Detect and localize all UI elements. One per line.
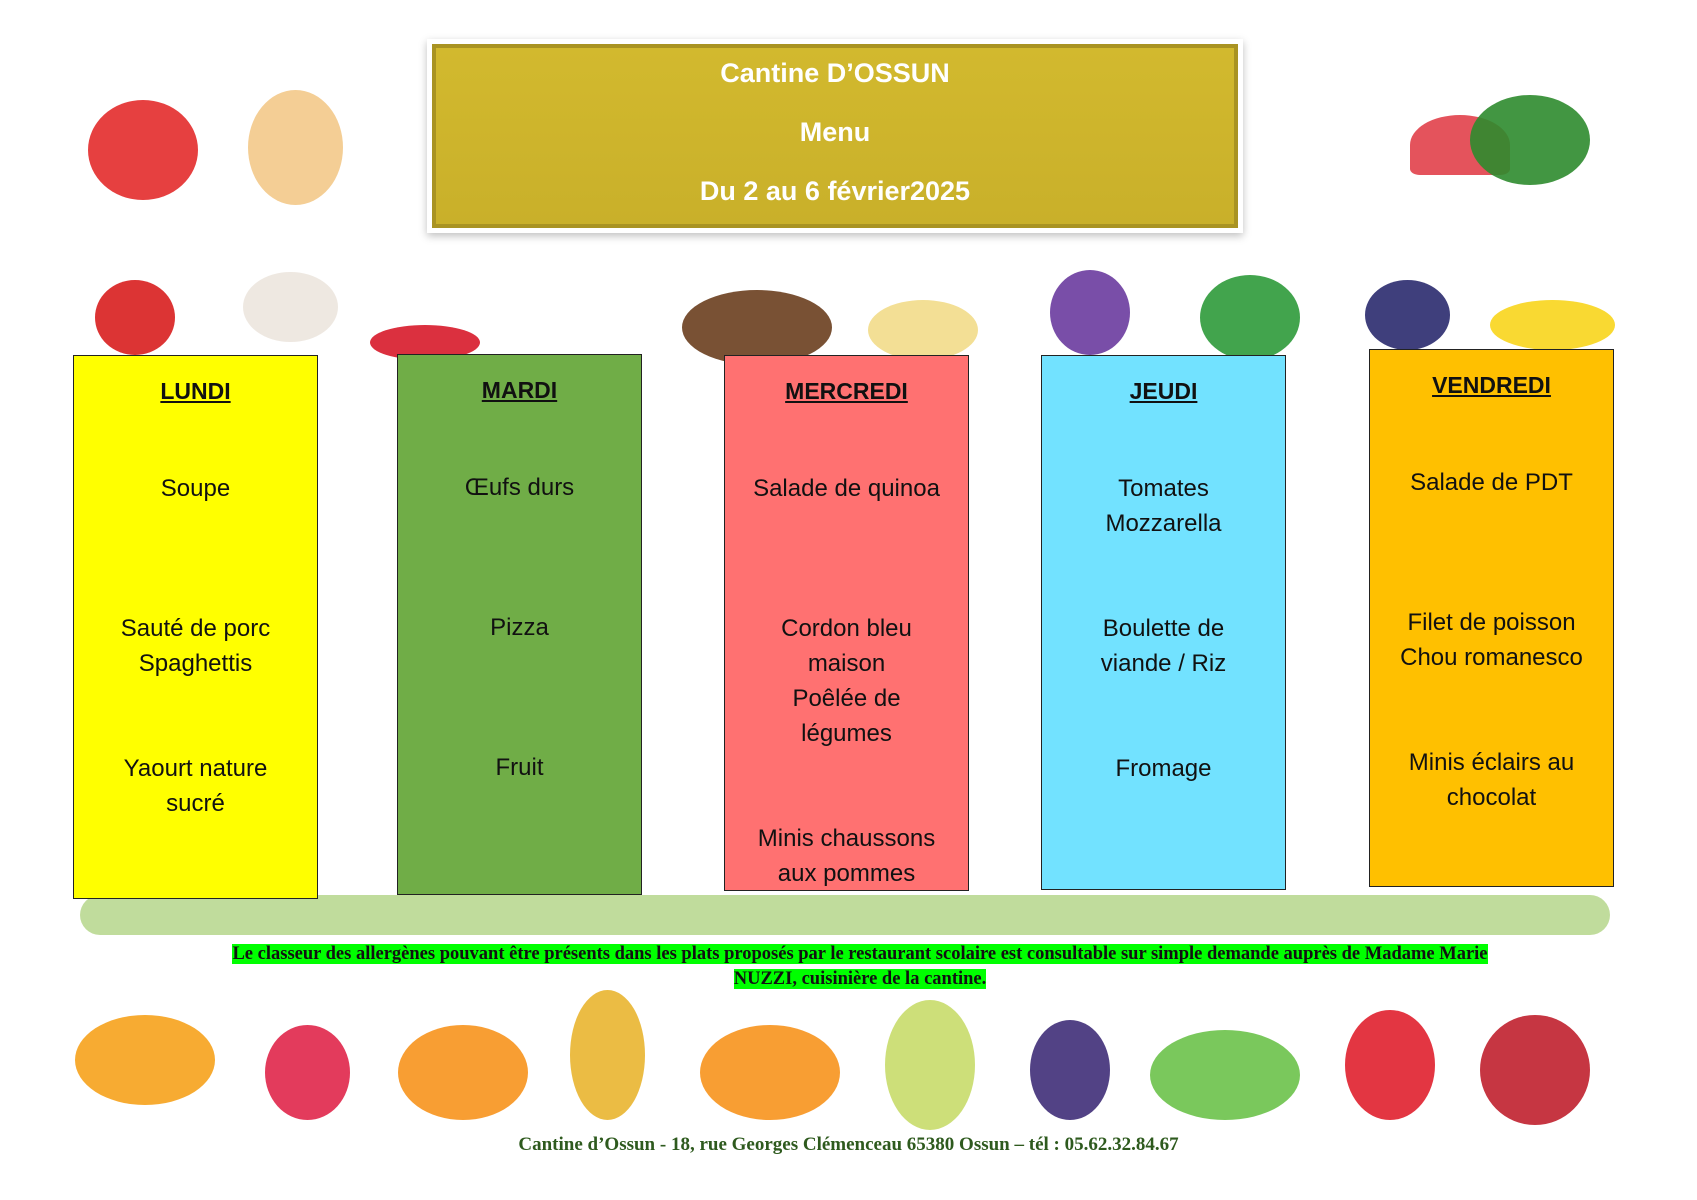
footer-address: Cantine d’Ossun - 18, rue Georges Clémen… xyxy=(518,1134,1179,1155)
tomato-icon xyxy=(88,100,198,200)
menu-item: Soupe xyxy=(160,475,231,502)
canteen-name: Cantine D’OSSUN xyxy=(720,58,950,88)
menu-title-box: Cantine D’OSSUN Menu Du 2 au 6 février20… xyxy=(432,44,1238,228)
currant-icon xyxy=(95,280,175,355)
broccoli-icon xyxy=(1470,95,1590,185)
menu-item: Boulette de viande / Riz xyxy=(1100,615,1227,677)
day-name: JEUDI xyxy=(1129,378,1198,404)
menu-item: Salade de PDT xyxy=(1410,469,1573,496)
orange-icon xyxy=(398,1025,528,1120)
menu-item: Minis éclairs au chocolat xyxy=(1408,749,1575,811)
day-name: VENDREDI xyxy=(1432,372,1551,398)
menu-item: Cordon bleu maison Poêlée de légumes xyxy=(781,615,912,747)
menu-item: Salade de quinoa xyxy=(753,475,940,502)
blackberry-icon xyxy=(1030,1020,1110,1120)
menu-item: Sauté de porc Spaghettis xyxy=(120,615,271,677)
day-name: MARDI xyxy=(481,377,558,403)
menu-item: Pizza xyxy=(490,614,549,641)
blueberry-icon xyxy=(1365,280,1450,350)
menu-item: Tomates Mozzarella xyxy=(1105,475,1222,537)
coconut-icon xyxy=(682,290,832,365)
banana-icon xyxy=(1490,300,1615,350)
allergen-notice-line2: NUZZI, cuisinière de la cantine. xyxy=(733,969,987,989)
day-name: MERCREDI xyxy=(785,378,908,404)
day-column-vendredi: VENDREDI Salade de PDT Filet de poisson Ch… xyxy=(1369,349,1614,887)
raspberry-icon xyxy=(265,1025,350,1120)
melon-icon xyxy=(868,300,978,360)
menu-item: Fromage xyxy=(1115,755,1212,782)
day-name: LUNDI xyxy=(160,378,231,404)
watermelon-icon xyxy=(1200,275,1300,360)
menu-item: Fruit xyxy=(495,754,544,781)
menu-date-range: Du 2 au 6 février2025 xyxy=(699,176,971,206)
allergen-notice: Le classeur des allergènes pouvant être … xyxy=(160,942,1560,992)
pomegranate-icon xyxy=(1480,1015,1590,1125)
avocado-icon xyxy=(885,1000,975,1130)
tangerine-icon xyxy=(700,1025,840,1120)
onion-icon xyxy=(248,90,343,205)
cucumber-icon xyxy=(80,895,1610,935)
menu-heading: Menu xyxy=(799,117,871,147)
menu-item: Minis chaussons aux pommes xyxy=(757,825,936,887)
lime-icon xyxy=(1150,1030,1300,1120)
grape-icon xyxy=(1050,270,1130,355)
mushroom-white-icon xyxy=(243,272,338,342)
menu-item: Œufs durs xyxy=(464,474,575,501)
menu-item: Filet de poisson Chou romanesco xyxy=(1400,609,1583,671)
menu-item: Yaourt nature sucré xyxy=(123,755,268,817)
pineapple-icon xyxy=(570,990,645,1120)
papaya-icon xyxy=(75,1015,215,1105)
strawberry-icon xyxy=(1345,1010,1435,1120)
allergen-notice-line1: Le classeur des allergènes pouvant être … xyxy=(232,944,1488,964)
